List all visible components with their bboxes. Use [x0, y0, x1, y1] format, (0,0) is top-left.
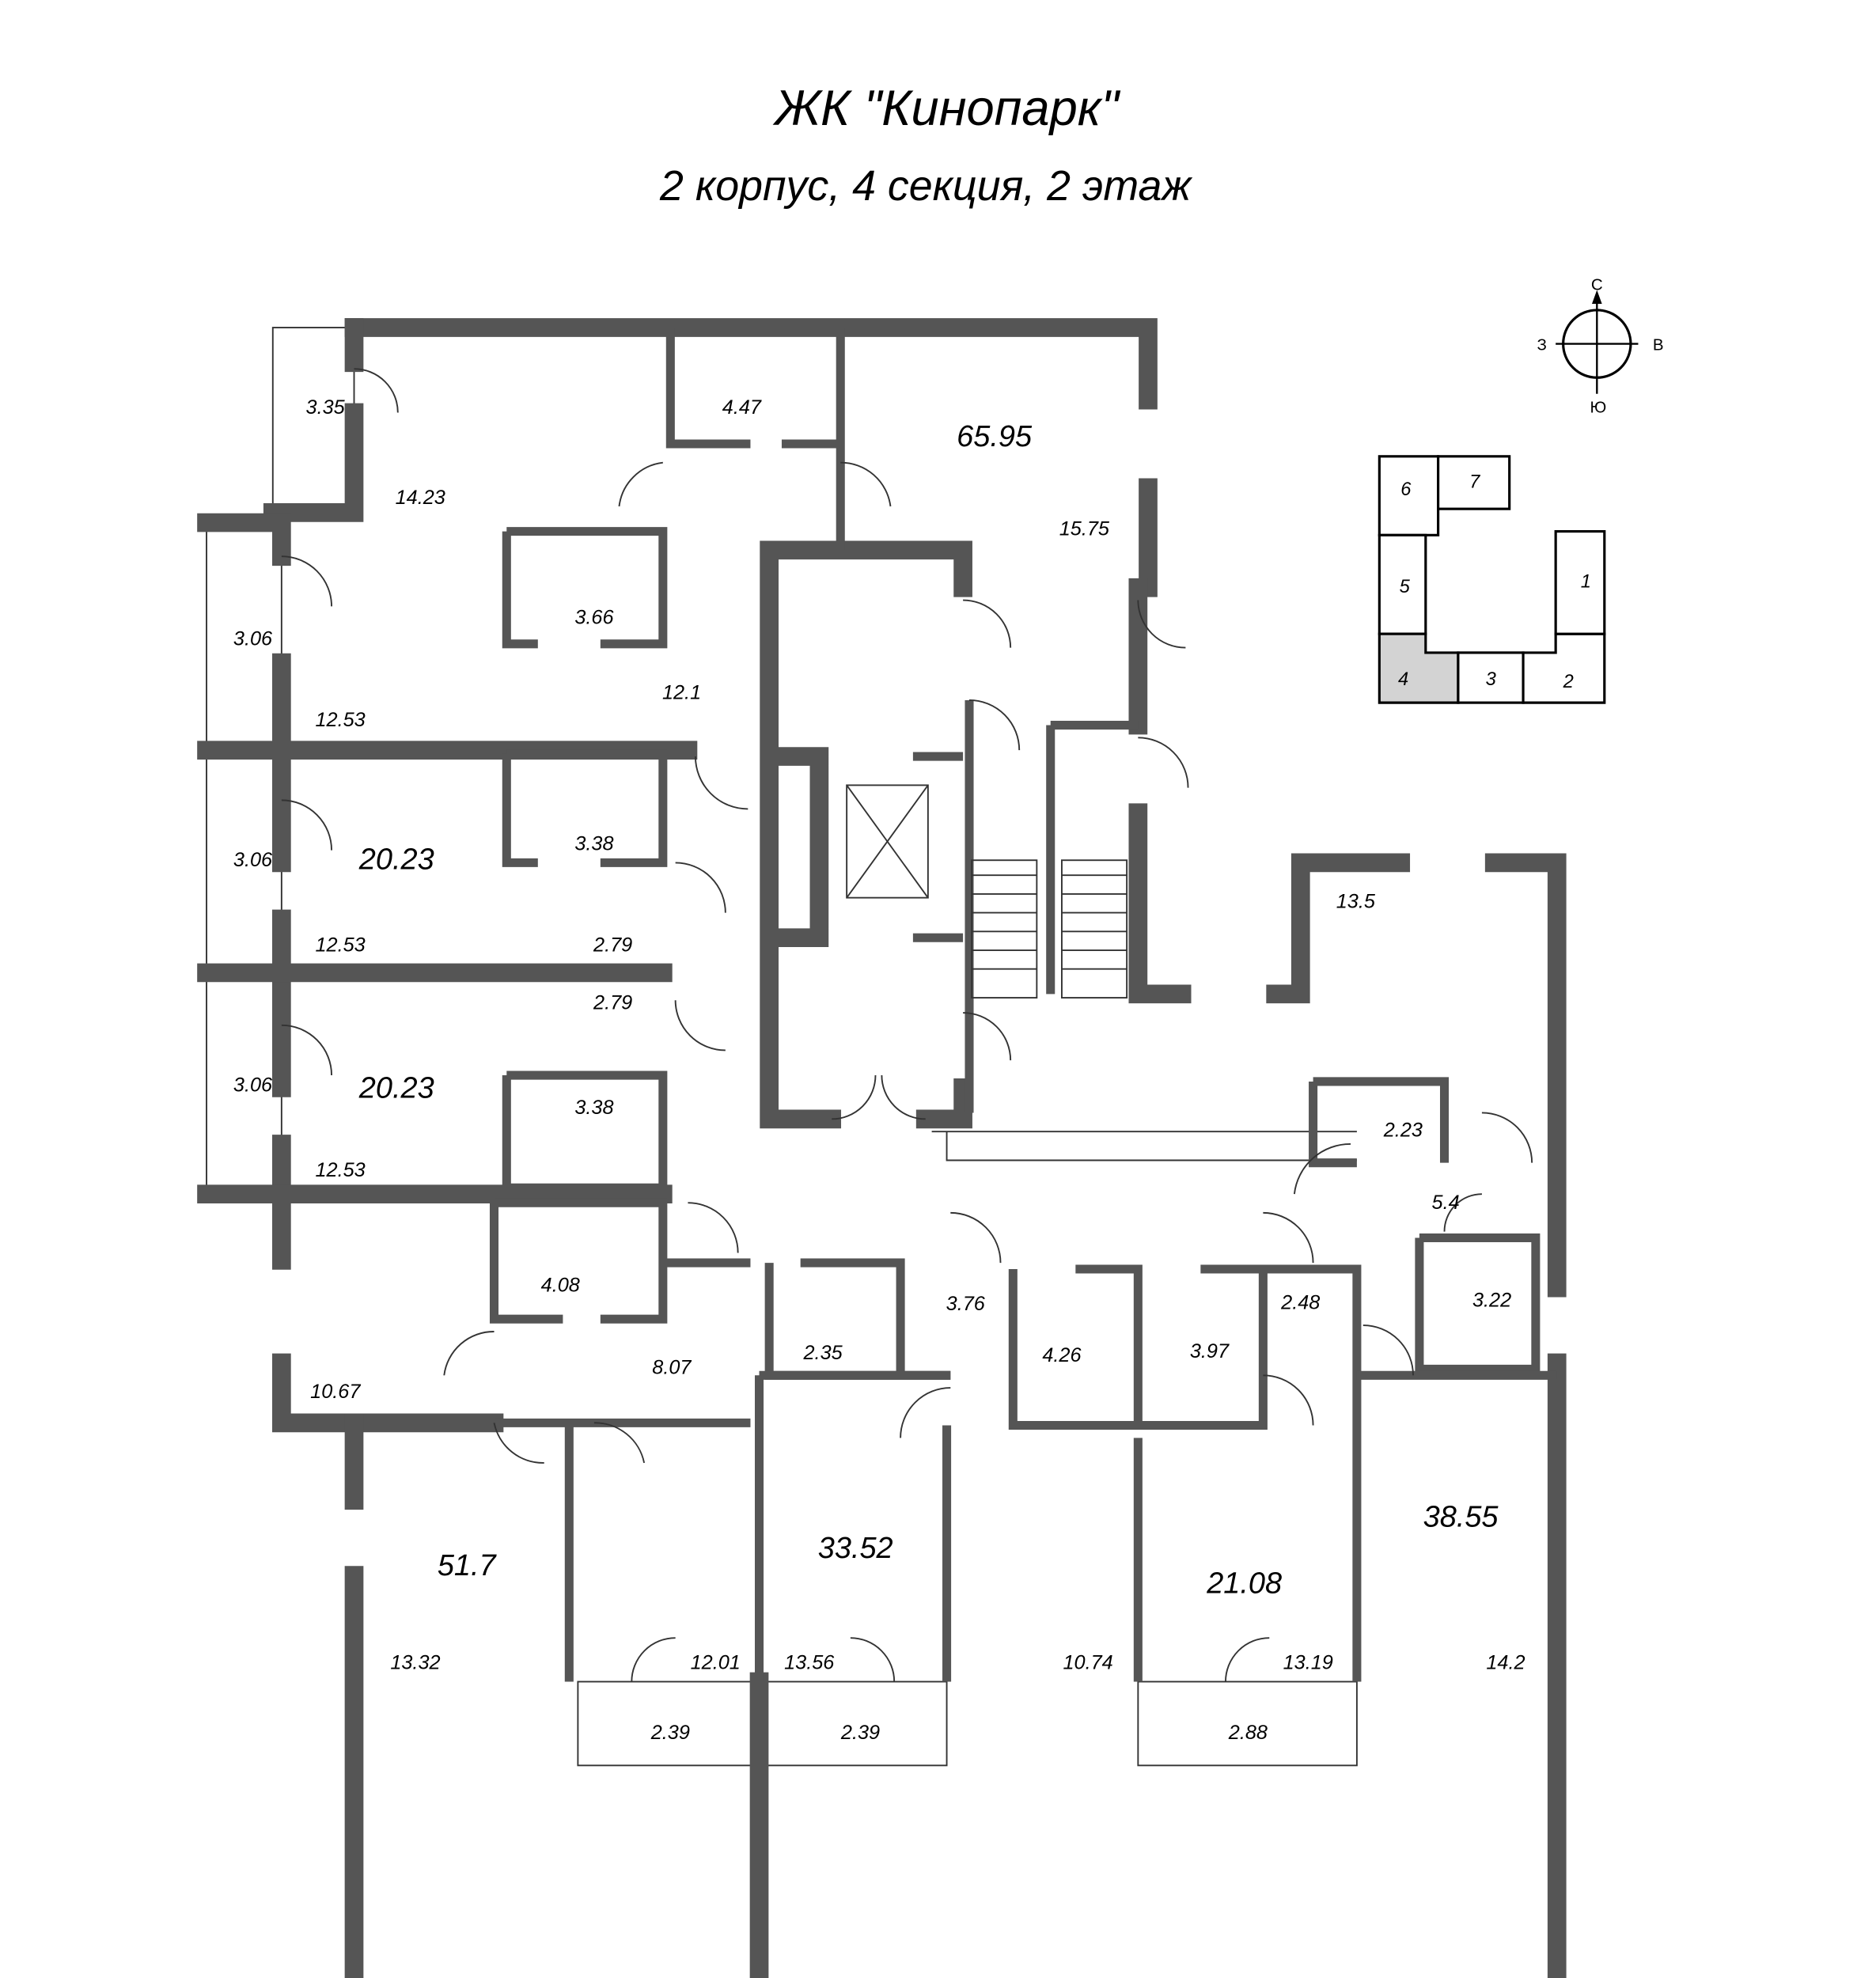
room-area: 12.53 [316, 709, 366, 731]
apartment-total-area: 65.95 [957, 420, 1033, 453]
room-area: 3.35 [306, 396, 346, 419]
room-area: 2.23 [1383, 1119, 1423, 1141]
page-subtitle: 2 корпус, 4 секция, 2 этаж [659, 162, 1192, 210]
room-area: 13.56 [784, 1652, 835, 1674]
key-label-7: 7 [1469, 472, 1480, 492]
room-area: 8.07 [652, 1357, 692, 1379]
room-area: 3.38 [574, 833, 613, 855]
room-area: 15.75 [1059, 517, 1110, 540]
key-label-1: 1 [1581, 572, 1591, 593]
room-area: 12.53 [316, 1159, 366, 1181]
apartment-total-area: 20.23 [358, 1071, 434, 1105]
key-label-4: 4 [1398, 669, 1408, 690]
walls [197, 318, 1567, 1978]
room-area: 14.23 [396, 487, 445, 509]
key-section-7 [1437, 455, 1511, 510]
key-section-1 [1554, 530, 1606, 635]
room-area: 2.39 [650, 1722, 690, 1744]
room-area: 2.39 [840, 1722, 880, 1744]
room-area: 2.48 [1280, 1292, 1320, 1314]
room-area: 3.38 [574, 1097, 613, 1119]
page-title: ЖК "Кинопарк" [772, 81, 1120, 136]
room-area: 3.76 [946, 1293, 986, 1315]
area-labels: 65.95 3.35 14.23 4.47 15.75 12.1 3.06 3.… [233, 396, 1525, 1744]
apartment-total-area: 51.7 [438, 1549, 498, 1582]
apartment-total-area: 20.23 [358, 843, 434, 876]
key-label-5: 5 [1400, 577, 1411, 597]
compass-west: З [1537, 335, 1547, 354]
room-area: 3.06 [233, 1074, 273, 1097]
room-area: 12.53 [316, 934, 366, 957]
room-area: 2.79 [593, 934, 632, 957]
room-area: 2.35 [803, 1342, 843, 1364]
room-area: 4.47 [722, 396, 762, 419]
key-label-3: 3 [1486, 669, 1496, 690]
key-section-4 [1378, 632, 1460, 704]
room-area: 2.88 [1228, 1722, 1268, 1744]
apartment-total-area: 38.55 [1423, 1501, 1499, 1534]
room-area: 13.32 [390, 1652, 440, 1674]
room-area: 10.74 [1063, 1652, 1113, 1674]
apartment-total-area: 33.52 [818, 1532, 893, 1565]
room-area: 10.67 [310, 1381, 361, 1403]
room-area: 3.22 [1472, 1289, 1511, 1311]
compass-north: С [1591, 276, 1603, 294]
room-area: 12.1 [662, 681, 701, 703]
compass-icon: С З В Ю [1537, 276, 1664, 417]
room-area: 4.08 [541, 1274, 580, 1296]
room-area: 3.97 [1190, 1340, 1230, 1362]
key-label-6: 6 [1400, 479, 1412, 500]
room-area: 5.4 [1432, 1192, 1460, 1214]
compass-east: В [1653, 335, 1664, 354]
key-plan: 1 2 3 4 5 6 7 [1378, 455, 1606, 704]
room-area: 3.06 [233, 849, 273, 871]
apartment-total-area: 21.08 [1206, 1567, 1282, 1600]
room-area: 13.5 [1336, 890, 1376, 912]
room-area: 3.66 [574, 607, 614, 629]
room-area: 13.19 [1283, 1652, 1333, 1674]
key-section-5 [1378, 533, 1427, 635]
room-area: 4.26 [1042, 1344, 1082, 1366]
room-area: 14.2 [1486, 1652, 1525, 1674]
room-area: 2.79 [593, 991, 632, 1014]
room-area: 12.01 [691, 1652, 741, 1674]
room-area: 3.06 [233, 627, 273, 650]
key-section-3 [1457, 651, 1525, 704]
compass-south: Ю [1590, 398, 1607, 416]
key-label-2: 2 [1563, 672, 1574, 692]
